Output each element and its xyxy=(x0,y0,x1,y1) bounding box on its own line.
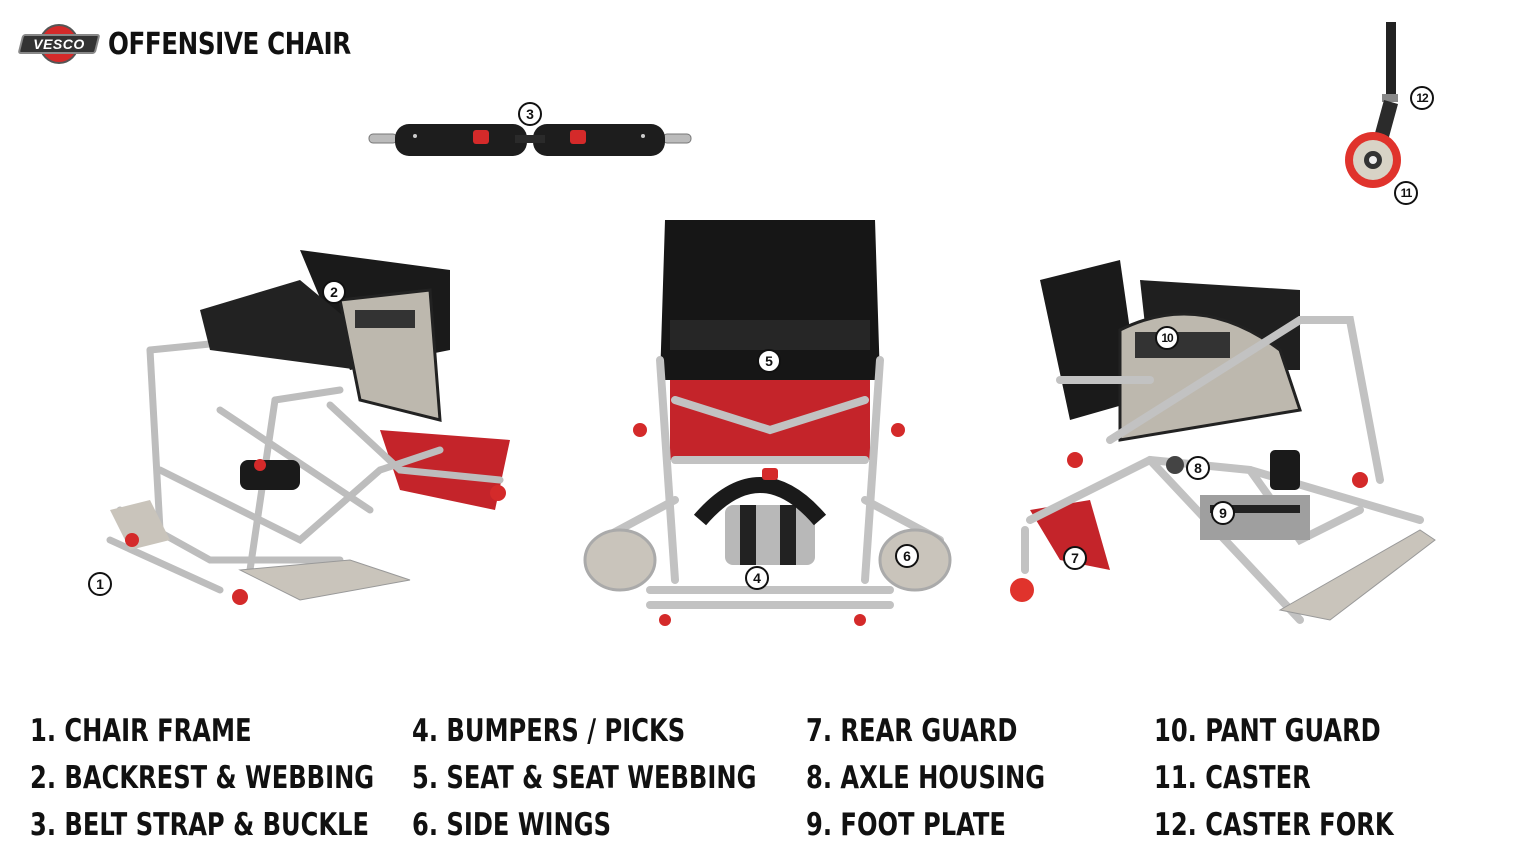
page-title: OFFENSIVE CHAIR xyxy=(108,26,351,62)
callout-12: 12 xyxy=(1410,86,1434,110)
side-view-left xyxy=(100,240,520,620)
caster-illustration xyxy=(1345,22,1401,188)
parts-list-col-4: 10. PANT GUARD 11. CASTER 12. CASTER FOR… xyxy=(1154,708,1394,849)
parts-list-col-3: 7. REAR GUARD 8. AXLE HOUSING 9. FOOT PL… xyxy=(806,708,1045,849)
part-item-8: 8. AXLE HOUSING xyxy=(806,760,1046,796)
logo-text: VESCO xyxy=(33,36,85,52)
part-item-3: 3. BELT STRAP & BUCKLE xyxy=(30,807,370,843)
callout-3: 3 xyxy=(518,102,542,126)
part-item-11: 11. CASTER xyxy=(1154,760,1311,796)
part-item-4: 4. BUMPERS / PICKS xyxy=(412,713,686,749)
caster-view xyxy=(1340,20,1410,210)
chair-right-illustration xyxy=(1010,260,1436,624)
part-item-2: 2. BACKREST & WEBBING xyxy=(30,760,375,796)
callout-8: 8 xyxy=(1186,456,1210,480)
callout-4: 4 xyxy=(745,566,769,590)
header: VESCO OFFENSIVE CHAIR xyxy=(17,22,404,66)
part-item-1: 1. CHAIR FRAME xyxy=(30,713,252,749)
callout-9: 9 xyxy=(1211,501,1235,525)
callout-7: 7 xyxy=(1063,546,1087,570)
parts-list-col-1: 1. CHAIR FRAME 2. BACKREST & WEBBING 3. … xyxy=(30,708,374,849)
callout-1: 1 xyxy=(88,572,112,596)
part-item-5: 5. SEAT & SEAT WEBBING xyxy=(412,760,757,796)
vesco-logo: VESCO xyxy=(17,22,101,66)
callout-6: 6 xyxy=(895,544,919,568)
part-item-9: 9. FOOT PLATE xyxy=(806,807,1006,843)
belt-strap-illustration xyxy=(368,124,692,156)
side-view-right xyxy=(1000,240,1445,630)
part-item-10: 10. PANT GUARD xyxy=(1154,713,1381,749)
front-view xyxy=(580,220,955,630)
part-item-12: 12. CASTER FORK xyxy=(1154,807,1394,843)
part-item-7: 7. REAR GUARD xyxy=(806,713,1018,749)
chair-front-illustration xyxy=(583,220,952,626)
callout-11: 11 xyxy=(1394,181,1418,205)
chair-left-illustration xyxy=(106,250,510,605)
callout-5: 5 xyxy=(757,349,781,373)
callout-2: 2 xyxy=(322,280,346,304)
belt-strap-view xyxy=(365,118,695,162)
callout-10: 10 xyxy=(1155,326,1179,350)
parts-list-col-2: 4. BUMPERS / PICKS 5. SEAT & SEAT WEBBIN… xyxy=(412,708,756,849)
part-item-6: 6. SIDE WINGS xyxy=(412,807,612,843)
